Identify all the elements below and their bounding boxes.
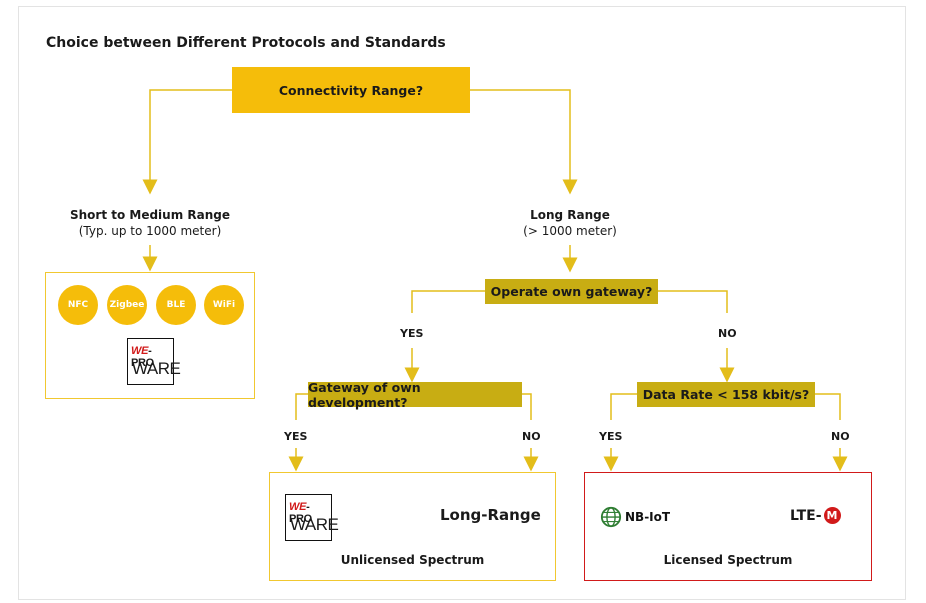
globe-icon (600, 506, 622, 528)
short-range-title: Short to Medium Range (69, 208, 231, 222)
protocol-ble: BLE (156, 285, 196, 325)
long-range-title: Long Range (530, 208, 610, 222)
protocol-zigbee: Zigbee (107, 285, 147, 325)
answer-yes-data-rate: YES (599, 430, 623, 443)
diagram-frame (18, 6, 906, 600)
lte-m-badge: M (823, 507, 841, 524)
answer-no-data-rate: NO (831, 430, 850, 443)
logo-ware-2: WARE (290, 515, 339, 534)
long-range-subtitle: (> 1000 meter) (523, 224, 617, 238)
we-proware-logo: WE-PRO WARE (127, 338, 181, 385)
logo-pro-2: -PRO (289, 501, 312, 525)
long-range-product: Long-Range (440, 506, 541, 524)
licensed-panel: NB-IoT LTE- M Licensed Spectrum (584, 472, 872, 581)
node-operate-own-gateway: Operate own gateway? (485, 279, 658, 304)
nbiot-text: NB-IoT (625, 510, 671, 524)
logo-pro: -PRO (131, 345, 154, 369)
answer-no-own-dev: NO (522, 430, 541, 443)
answer-yes-gateway: YES (400, 327, 424, 340)
unlicensed-caption: Unlicensed Spectrum (340, 553, 485, 567)
answer-yes-own-dev: YES (284, 430, 308, 443)
protocol-wifi: WiFi (204, 285, 244, 325)
node-long-range: Long Range (> 1000 meter) (470, 207, 670, 239)
lte-m-logo: LTE- M (790, 507, 841, 524)
node-short-range: Short to Medium Range (Typ. up to 1000 m… (50, 207, 250, 239)
diagram-title: Choice between Different Protocols and S… (46, 35, 446, 51)
logo-we-2: WE (289, 501, 307, 513)
short-range-subtitle: (Typ. up to 1000 meter) (78, 224, 222, 238)
protocol-nfc: NFC (58, 285, 98, 325)
lte-text: LTE- (790, 507, 822, 524)
short-range-panel: NFC Zigbee BLE WiFi WE-PRO WARE (45, 272, 255, 399)
licensed-caption: Licensed Spectrum (663, 553, 793, 567)
answer-no-gateway: NO (718, 327, 737, 340)
logo-we: WE (131, 345, 149, 357)
node-gateway-own-development: Gateway of own development? (308, 380, 522, 410)
node-data-rate: Data Rate < 158 kbit/s? (637, 382, 815, 407)
we-proware-logo-2: WE-PRO WARE (285, 494, 339, 541)
logo-ware: WARE (132, 359, 181, 378)
nbiot-logo: NB-IoT (600, 506, 670, 528)
node-connectivity-range: Connectivity Range? (232, 67, 470, 113)
unlicensed-panel: WE-PRO WARE Long-Range Unlicensed Spectr… (269, 472, 556, 581)
